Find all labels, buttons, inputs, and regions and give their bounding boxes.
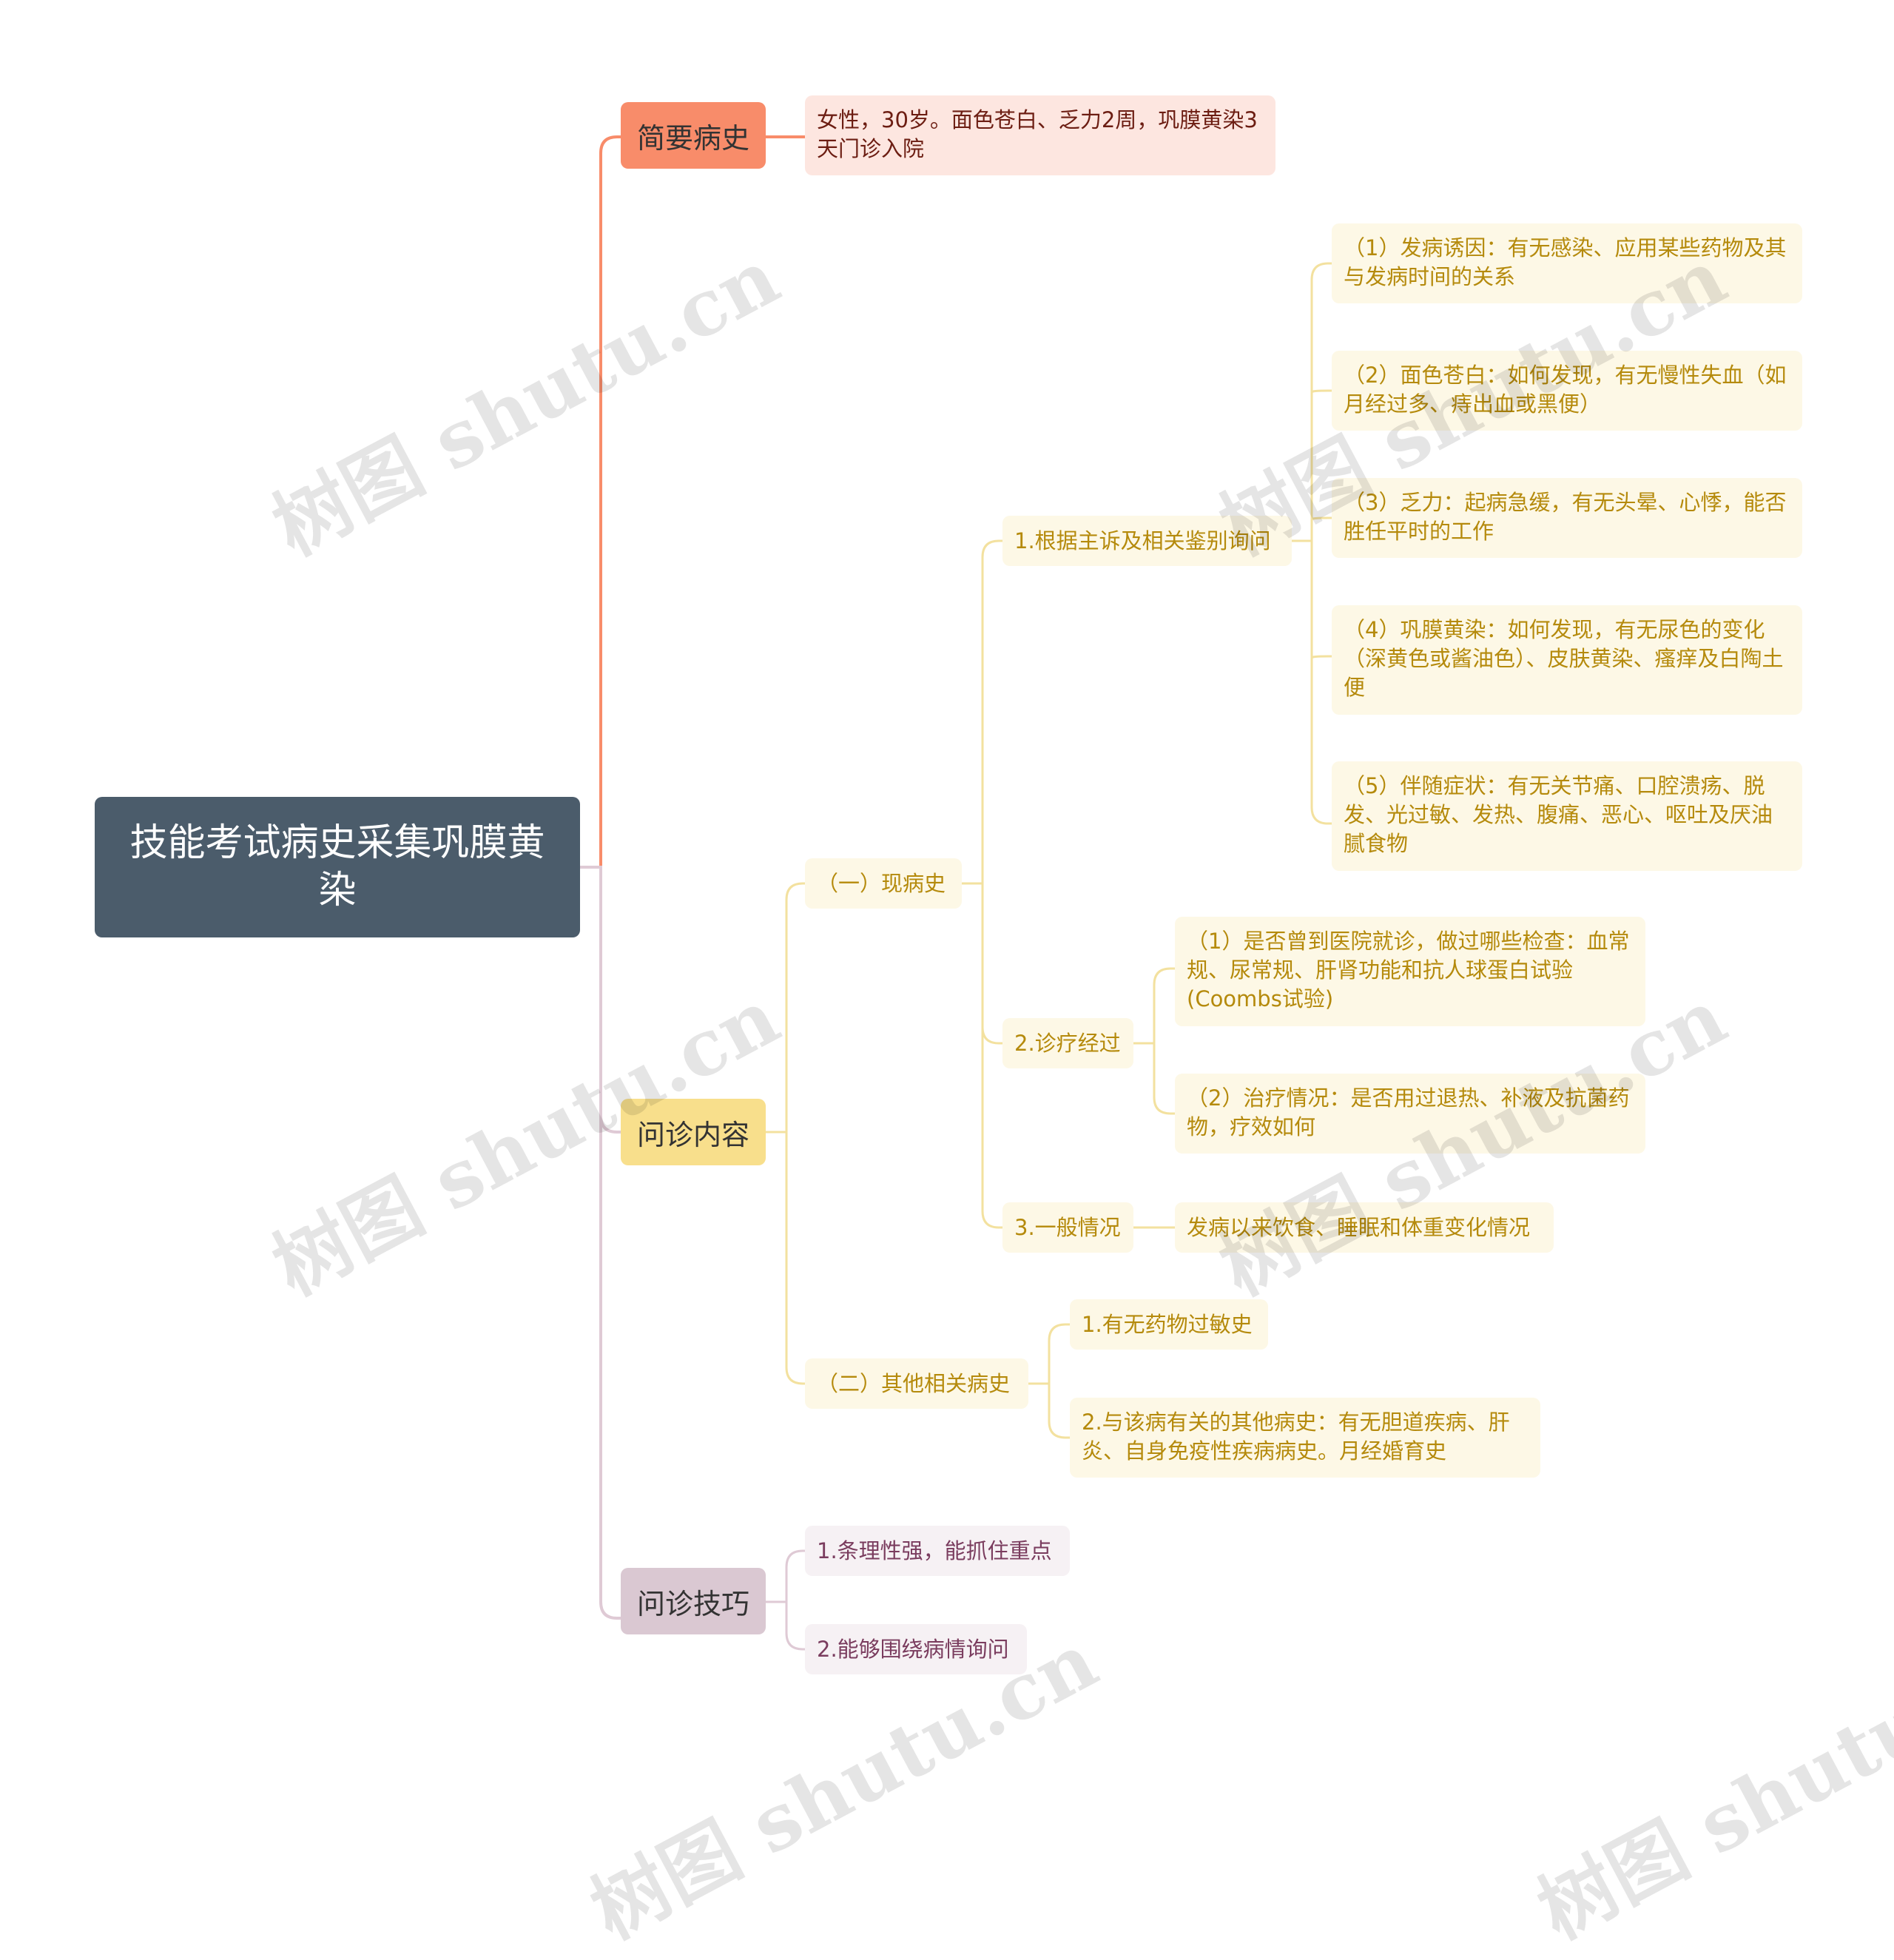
branch-brief-history[interactable]: 简要病史 xyxy=(621,102,766,169)
mind-map-canvas: 技能考试病史采集巩膜黄染 简要病史 问诊内容 问诊技巧 女性，30岁。面色苍白、… xyxy=(95,95,1894,1956)
skills-item[interactable]: 2.能够围绕病情询问 xyxy=(805,1624,1027,1674)
chief-item[interactable]: （2）面色苍白：如何发现，有无慢性失血（如月经过多、痔出血或黑便） xyxy=(1332,351,1802,431)
connector-chief-items xyxy=(1292,262,1332,825)
other-history-item[interactable]: 2.与该病有关的其他病史：有无胆道疾病、肝炎、自身免疫性疾病病史。月经婚育史 xyxy=(1070,1398,1540,1478)
chief-item[interactable]: （5）伴随症状：有无关节痛、口腔溃疡、脱发、光过敏、发热、腹痛、恶心、呕吐及厌油… xyxy=(1332,761,1802,871)
connector-root-skills xyxy=(599,1116,621,1620)
connector-root-inquiry xyxy=(580,866,621,1134)
present-history-node[interactable]: （一）现病史 xyxy=(805,858,962,909)
connector-present-general xyxy=(981,1027,1002,1229)
chief-item[interactable]: （3）乏力：起病急缓，有无头晕、心悸，能否胜任平时的工作 xyxy=(1332,478,1802,558)
history-content[interactable]: 女性，30岁。面色苍白、乏力2周，巩膜黄染3天门诊入院 xyxy=(805,95,1275,175)
connector-present-treatment xyxy=(981,883,1002,1045)
connector-root-history xyxy=(580,135,621,869)
connector-other-items xyxy=(1028,1323,1070,1439)
treatment-item[interactable]: （1）是否曾到医院就诊，做过哪些检查：血常规、尿常规、肝肾功能和抗人球蛋白试验(… xyxy=(1175,917,1645,1026)
connector-skills-items xyxy=(766,1549,805,1651)
connector-lines xyxy=(580,135,1332,1651)
other-history-node[interactable]: （二）其他相关病史 xyxy=(805,1358,1028,1409)
chief-item[interactable]: （1）发病诱因：有无感染、应用某些药物及其与发病时间的关系 xyxy=(1332,223,1802,303)
general-condition-item[interactable]: 发病以来饮食、睡眠和体重变化情况 xyxy=(1175,1202,1554,1253)
skills-item[interactable]: 1.条理性强，能抓住重点 xyxy=(805,1526,1070,1576)
chief-complaint-node[interactable]: 1.根据主诉及相关鉴别询问 xyxy=(1002,516,1292,566)
treatment-node[interactable]: 2.诊疗经过 xyxy=(1002,1018,1133,1068)
connector-inquiry-other xyxy=(785,1132,805,1385)
treatment-item[interactable]: （2）治疗情况：是否用过退热、补液及抗菌药物，疗效如何 xyxy=(1175,1074,1645,1154)
branch-inquiry-skills[interactable]: 问诊技巧 xyxy=(621,1568,766,1634)
connector-present-chief xyxy=(962,539,1002,885)
connector-treatment-items xyxy=(1133,967,1175,1115)
connector-inquiry-present xyxy=(766,882,805,1134)
root-topic[interactable]: 技能考试病史采集巩膜黄染 xyxy=(95,797,580,937)
general-condition-node[interactable]: 3.一般情况 xyxy=(1002,1202,1133,1253)
chief-item[interactable]: （4）巩膜黄染：如何发现，有无尿色的变化（深黄色或酱油色）、皮肤黄染、瘙痒及白陶… xyxy=(1332,605,1802,715)
branch-inquiry-content[interactable]: 问诊内容 xyxy=(621,1099,766,1165)
other-history-item[interactable]: 1.有无药物过敏史 xyxy=(1070,1299,1268,1350)
